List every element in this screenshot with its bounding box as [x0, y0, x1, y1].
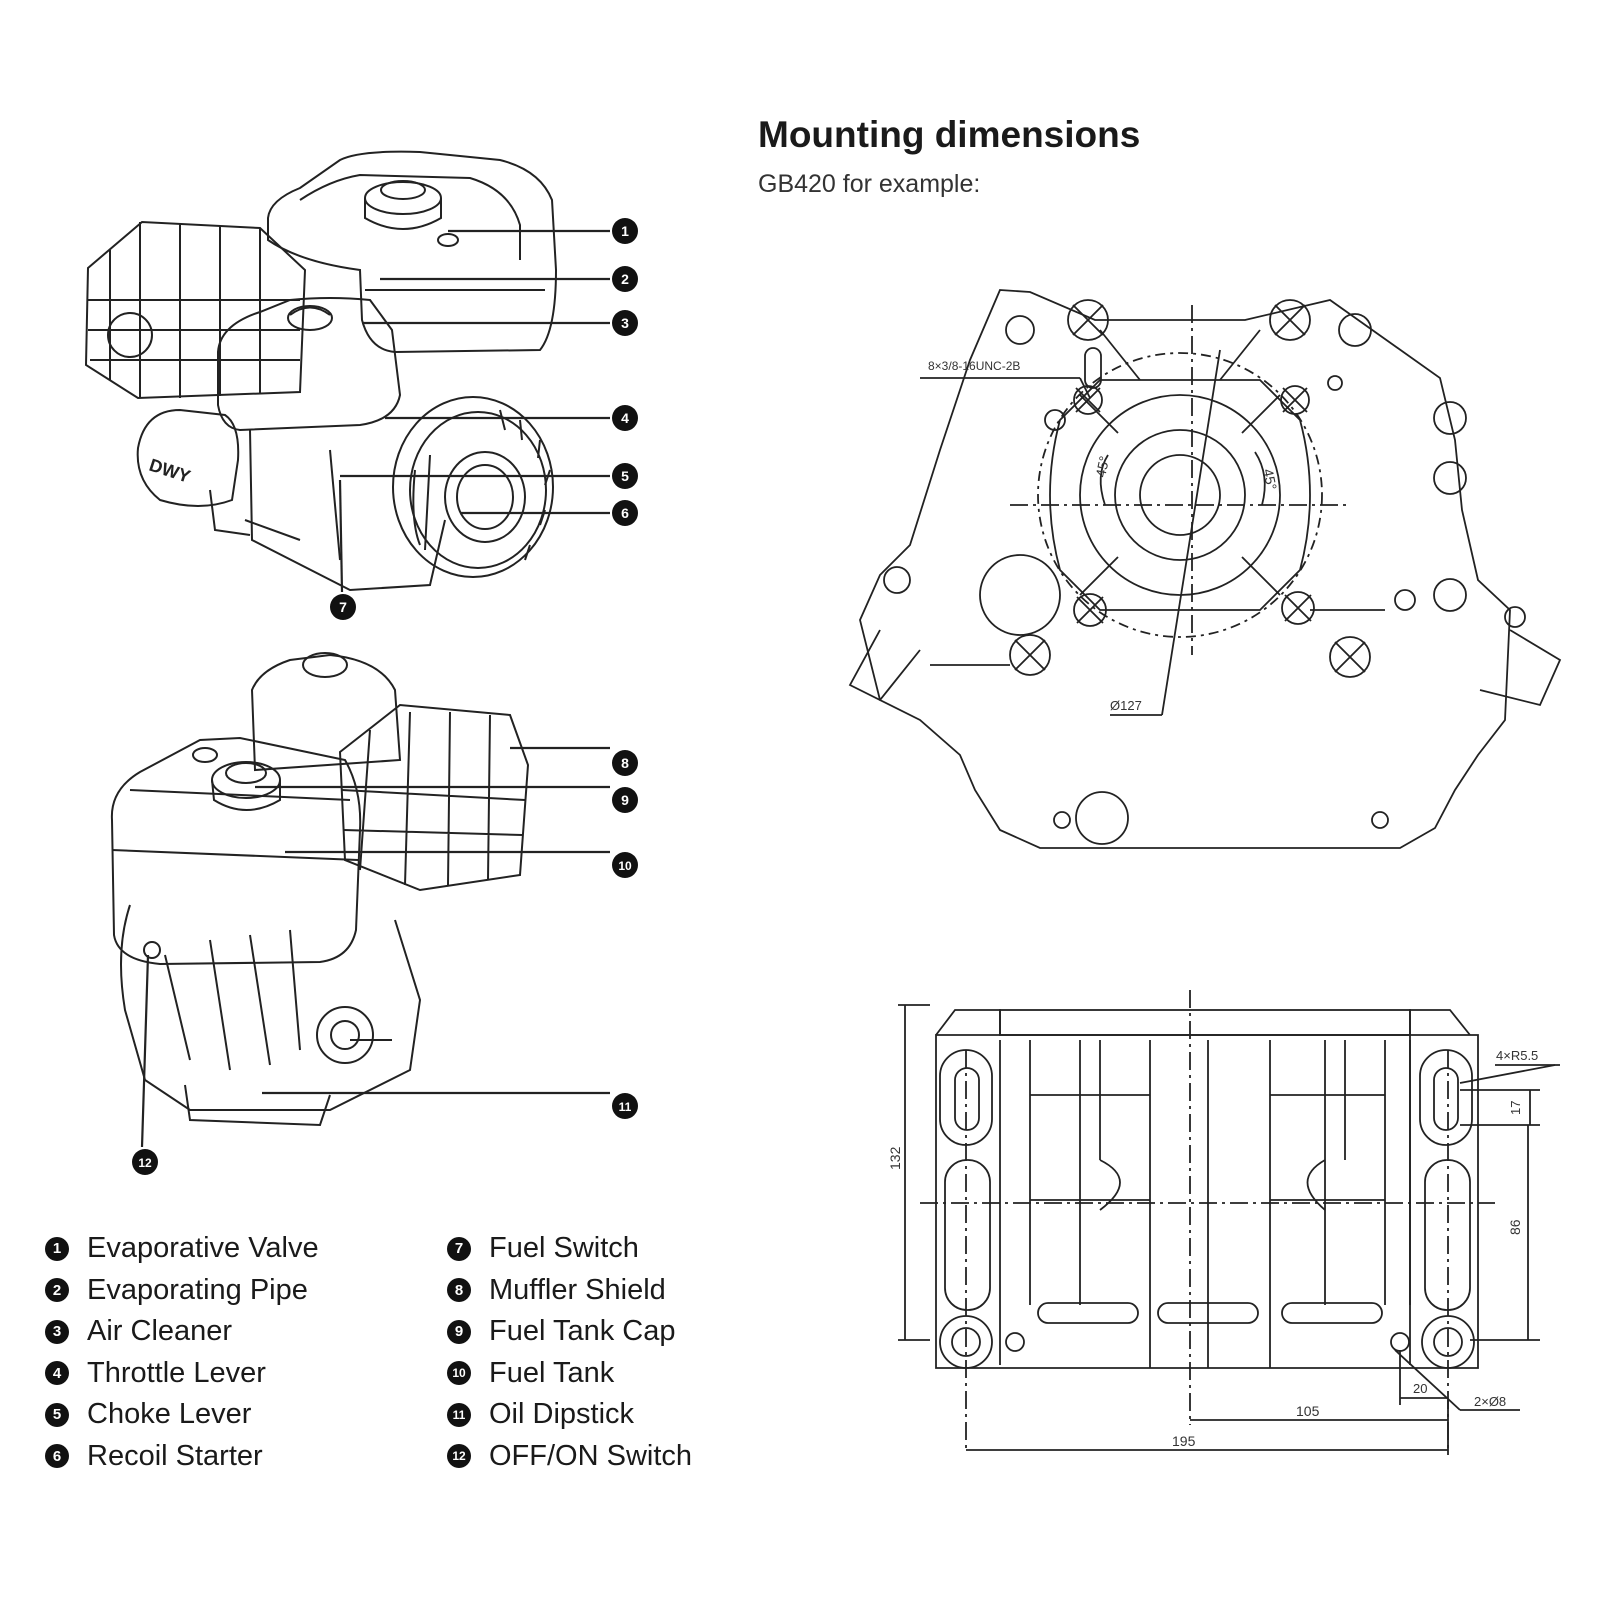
callout-badge-11: [612, 1093, 638, 1119]
legend-number: 8: [447, 1278, 471, 1303]
legend-item: 5 Choke Lever: [45, 1394, 319, 1436]
legend-item: 6 Recoil Starter: [45, 1436, 319, 1478]
legend-item: 10 Fuel Tank: [447, 1353, 692, 1395]
base-drawing: [898, 990, 1560, 1455]
flange-angle-right: 45°: [1260, 467, 1280, 491]
dim-20: 20: [1413, 1381, 1427, 1396]
callout-badge-1: [612, 218, 638, 244]
callout-text-1: 1: [621, 223, 629, 239]
page-subtitle: GB420 for example:: [758, 170, 981, 198]
legend-item: 4 Throttle Lever: [45, 1353, 319, 1395]
legend-number: 12: [447, 1444, 471, 1469]
dim-17: 17: [1508, 1101, 1523, 1115]
callout-badge-9: [612, 787, 638, 813]
legend-number: 6: [45, 1444, 69, 1469]
legend-item: 3 Air Cleaner: [45, 1311, 319, 1353]
lower-callout-leaders: [140, 746, 610, 1148]
dim-hole-note: 2×Ø8: [1474, 1394, 1506, 1409]
legend-item: 8 Muffler Shield: [447, 1270, 692, 1312]
dim-86: 86: [1507, 1219, 1523, 1235]
legend-item: 7 Fuel Switch: [447, 1228, 692, 1270]
legend-label: Fuel Tank: [489, 1356, 615, 1389]
legend-number: 10: [447, 1361, 471, 1386]
callout-text-3: 3: [621, 315, 629, 331]
dim-132: 132: [887, 1146, 903, 1170]
legend-label: Choke Lever: [87, 1398, 252, 1431]
flange-angle-left: 45°: [1092, 455, 1112, 479]
legend-number: 7: [447, 1236, 471, 1261]
legend-number: 5: [45, 1402, 69, 1427]
callout-text-8: 8: [621, 755, 629, 771]
callout-badge-8: [612, 750, 638, 776]
legend-label: Fuel Switch: [489, 1232, 639, 1265]
legend-item: 11 Oil Dipstick: [447, 1394, 692, 1436]
legend-label: Throttle Lever: [87, 1356, 266, 1389]
page-title: Mounting dimensions: [758, 114, 1141, 155]
legend-label: Air Cleaner: [87, 1315, 233, 1348]
legend-label: Oil Dipstick: [489, 1398, 635, 1431]
legend-left: 1 Evaporative Valve 2 Evaporating Pipe 3 Ai…: [45, 1228, 319, 1477]
flange-drawing: [848, 289, 1562, 849]
callout-badge-5: [612, 463, 638, 489]
flange-diameter: Ø127: [1110, 698, 1142, 713]
legend-label: OFF/ON Switch: [489, 1439, 693, 1472]
callout-badge-6: [612, 500, 638, 526]
dim-105: 105: [1296, 1403, 1320, 1419]
callout-text-6: 6: [621, 505, 629, 521]
callout-badge-7: [330, 594, 356, 620]
legend-label: Evaporative Valve: [87, 1232, 319, 1265]
callout-text-5: 5: [621, 468, 629, 484]
callout-text-7: 7: [339, 599, 347, 615]
engine-front-illustration: [84, 150, 558, 592]
callout-badge-4: [612, 405, 638, 431]
legend-right: 7 Fuel Switch 8 Muffler Shield 9 Fuel Tank …: [447, 1228, 692, 1477]
legend-item: 1 Evaporative Valve: [45, 1228, 319, 1270]
callout-text-10: 10: [618, 859, 632, 873]
callout-badge-3: [612, 310, 638, 336]
legend-label: Evaporating Pipe: [87, 1273, 308, 1306]
legend-label: Fuel Tank Cap: [489, 1315, 676, 1348]
dim-slot-radius: 4×R5.5: [1496, 1048, 1538, 1063]
legend-number: 3: [45, 1319, 69, 1344]
legend-label: Recoil Starter: [87, 1439, 263, 1472]
legend-number: 11: [447, 1402, 471, 1427]
callout-text-12: 12: [138, 1156, 152, 1170]
engine-rear-illustration: [110, 652, 530, 1127]
callout-badge-12: [132, 1149, 158, 1175]
legend-number: 2: [45, 1278, 69, 1303]
upper-callout-leaders: [338, 229, 610, 593]
callout-badge-2: [612, 266, 638, 292]
legend-item: 12 OFF/ON Switch: [447, 1436, 692, 1478]
callout-text-9: 9: [621, 792, 629, 808]
callout-text-4: 4: [621, 410, 629, 426]
legend-number: 4: [45, 1361, 69, 1386]
legend-number: 1: [45, 1236, 69, 1261]
legend-number: 9: [447, 1319, 471, 1344]
legend-label: Muffler Shield: [489, 1273, 666, 1306]
callout-badge-10: [612, 852, 638, 878]
callout-text-2: 2: [621, 271, 629, 287]
legend-item: 2 Evaporating Pipe: [45, 1270, 319, 1312]
legend-item: 9 Fuel Tank Cap: [447, 1311, 692, 1353]
callout-text-11: 11: [619, 1100, 632, 1114]
dim-195: 195: [1172, 1433, 1196, 1449]
flange-thread-note: 8×3/8-16UNC-2B: [928, 359, 1020, 373]
